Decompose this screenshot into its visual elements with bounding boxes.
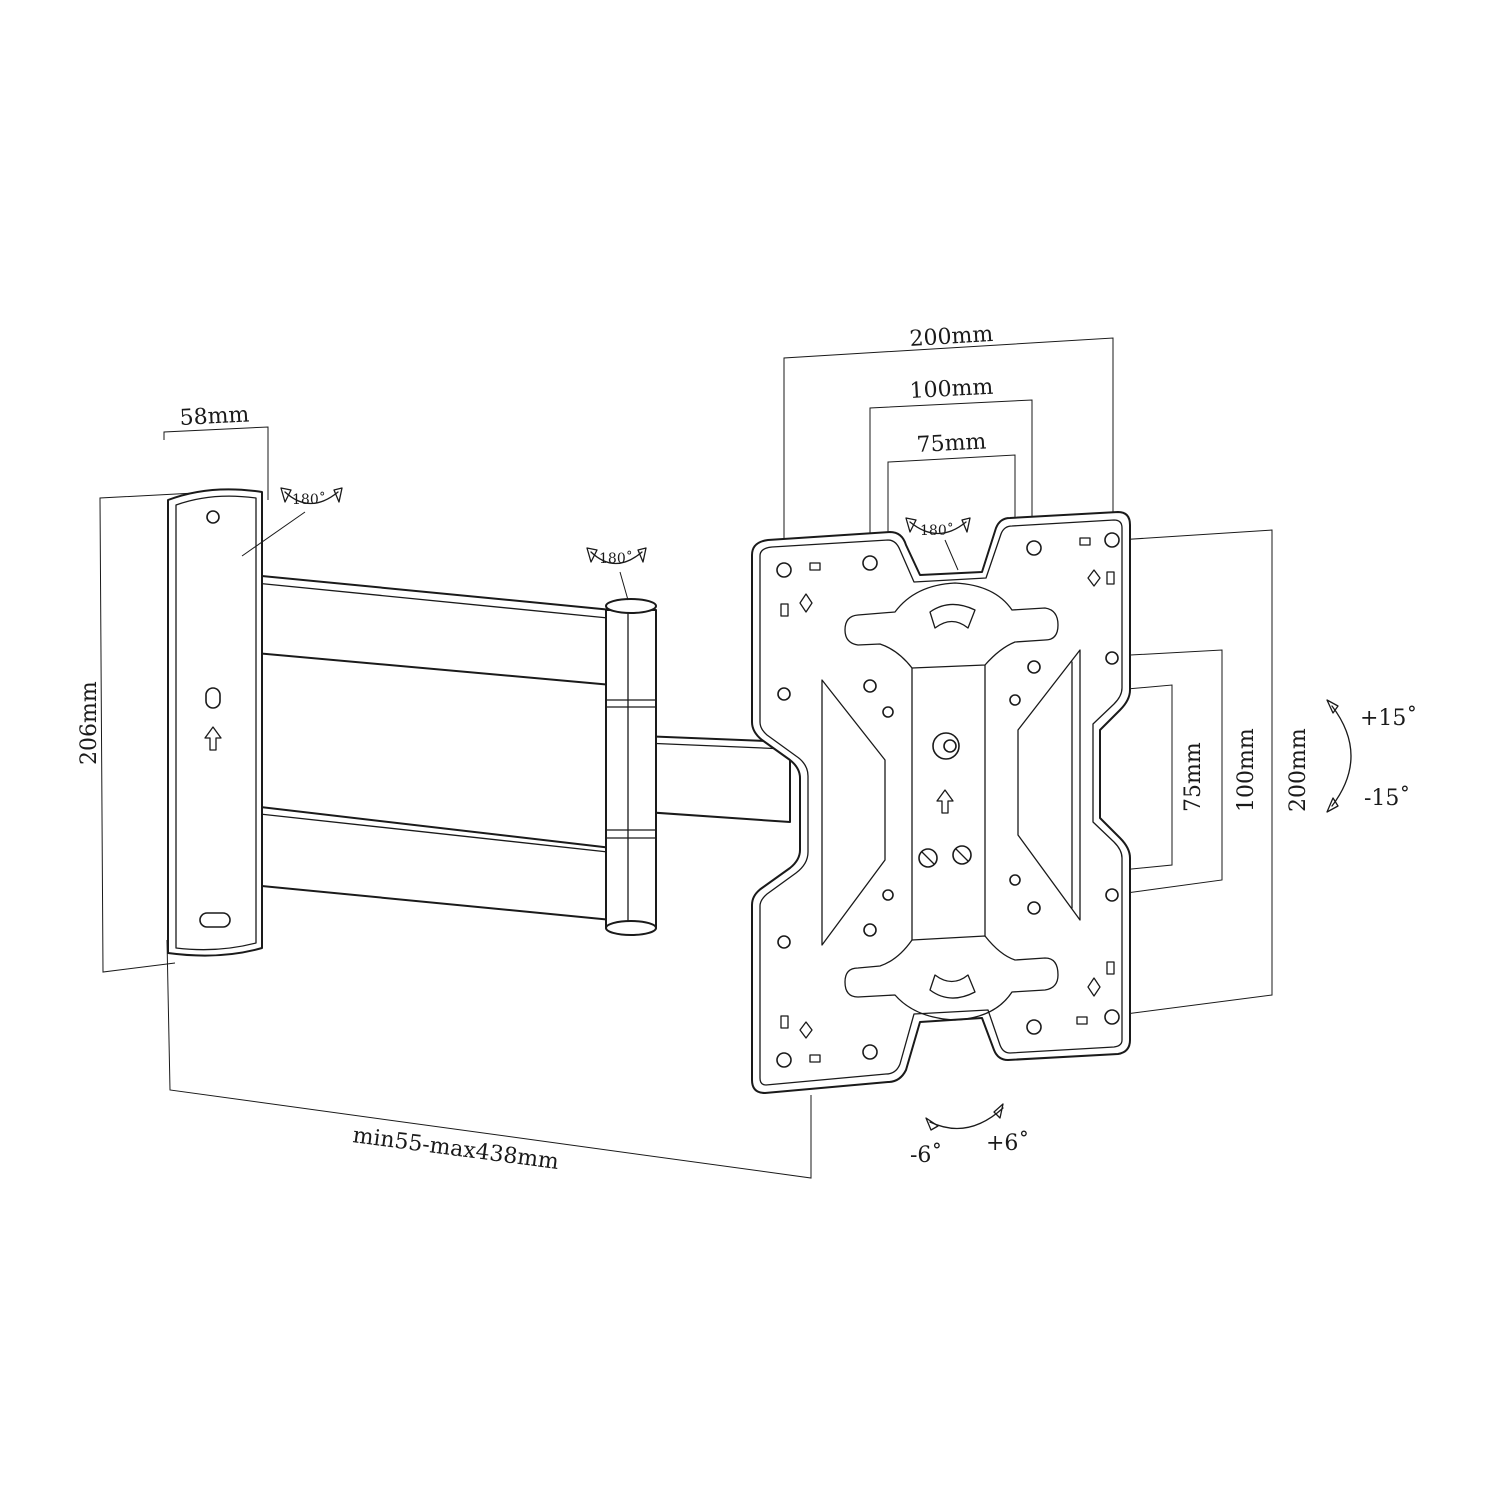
hinge-column <box>605 598 657 936</box>
left-window <box>821 679 886 946</box>
vesa-hole <box>862 555 878 571</box>
lower-slot <box>929 974 976 999</box>
vesa-hole <box>1105 651 1119 665</box>
label-vesa-75-horizontal: 75mm <box>916 429 987 458</box>
small-slot <box>780 603 789 617</box>
upper-slot <box>929 603 976 629</box>
small-slot <box>1106 961 1115 975</box>
vesa-hole <box>1027 660 1041 674</box>
vesa-hole <box>777 687 791 701</box>
wall-plate-slot-bottom <box>199 912 231 928</box>
label-extension: min55-max438mm <box>351 1123 560 1175</box>
hinge-cap-top <box>605 598 657 614</box>
small-slot <box>809 562 821 571</box>
plate-swivel-arc <box>909 521 967 535</box>
small-slot <box>1106 571 1115 585</box>
diamond-mark <box>799 1021 813 1039</box>
label-58mm: 58mm <box>179 402 250 431</box>
vesa-hole <box>863 923 877 937</box>
vesa-hole <box>776 1052 792 1068</box>
dim-extension-line <box>166 939 812 1179</box>
upper-cutout <box>844 582 1059 669</box>
vesa-hole <box>882 889 894 901</box>
label-plate-swivel: 180˚ <box>920 522 954 539</box>
label-arm-swivel: 180˚ <box>599 550 633 567</box>
dim-200mm-horizontal-line <box>783 337 1114 560</box>
lower-cutout <box>844 935 1059 1021</box>
label-vesa-100-horizontal: 100mm <box>909 375 994 404</box>
vesa-hole <box>1026 1019 1042 1035</box>
wall-plate-slot-middle <box>205 687 221 709</box>
small-slot <box>1079 537 1091 546</box>
vesa-hole <box>863 679 877 693</box>
wall-plate-hole-top <box>206 510 220 524</box>
label-206mm: 206mm <box>77 681 102 765</box>
label-wall-swivel: 180˚ <box>292 491 326 508</box>
vesa-hole <box>1026 540 1042 556</box>
vesa-plate <box>751 511 1131 1094</box>
center-pivot-bolt-inner <box>943 739 957 753</box>
roll-arc <box>929 1107 1004 1130</box>
vesa-hole <box>777 935 791 949</box>
wall-plate <box>167 488 263 957</box>
label-tilt-down: -15˚ <box>1364 784 1410 811</box>
vesa-hole <box>862 1044 878 1060</box>
tilt-arc <box>1331 705 1352 807</box>
diamond-mark <box>1087 977 1101 997</box>
hinge-cap-bottom <box>605 920 657 936</box>
diamond-mark <box>1087 569 1101 587</box>
vesa-hole <box>1104 1009 1120 1025</box>
vesa-hole <box>1104 532 1120 548</box>
arm-swivel-arc <box>590 551 643 565</box>
small-slot <box>1076 1016 1088 1025</box>
dim-200mm-vertical-line <box>1117 529 1273 1016</box>
plate-up-arrow-icon <box>936 789 954 814</box>
second-arm <box>615 734 791 823</box>
wall-swivel-arc <box>284 491 339 505</box>
dim-206mm-line <box>99 492 196 973</box>
small-slot <box>809 1054 821 1063</box>
label-tilt-up: +15˚ <box>1360 704 1417 731</box>
label-roll-left: -6˚ <box>910 1141 942 1168</box>
vesa-hole <box>1009 694 1021 706</box>
rotation-arrows <box>241 487 1352 1131</box>
vesa-hole <box>776 562 792 578</box>
small-slot <box>780 1015 789 1029</box>
dim-58mm-line <box>163 426 269 500</box>
label-vesa-200-vertical: 200mm <box>1286 728 1311 812</box>
up-arrow-icon <box>204 726 222 751</box>
vesa-hole <box>882 706 894 718</box>
right-window <box>1017 649 1081 921</box>
label-vesa-75-vertical: 75mm <box>1181 742 1206 812</box>
label-roll-right: +6˚ <box>986 1129 1029 1156</box>
label-vesa-200-horizontal: 200mm <box>909 322 994 352</box>
vesa-hole <box>1009 874 1021 886</box>
label-vesa-100-vertical: 100mm <box>1234 728 1259 812</box>
vesa-hole <box>1105 888 1119 902</box>
vesa-hole <box>1027 901 1041 915</box>
diamond-mark <box>799 593 813 613</box>
